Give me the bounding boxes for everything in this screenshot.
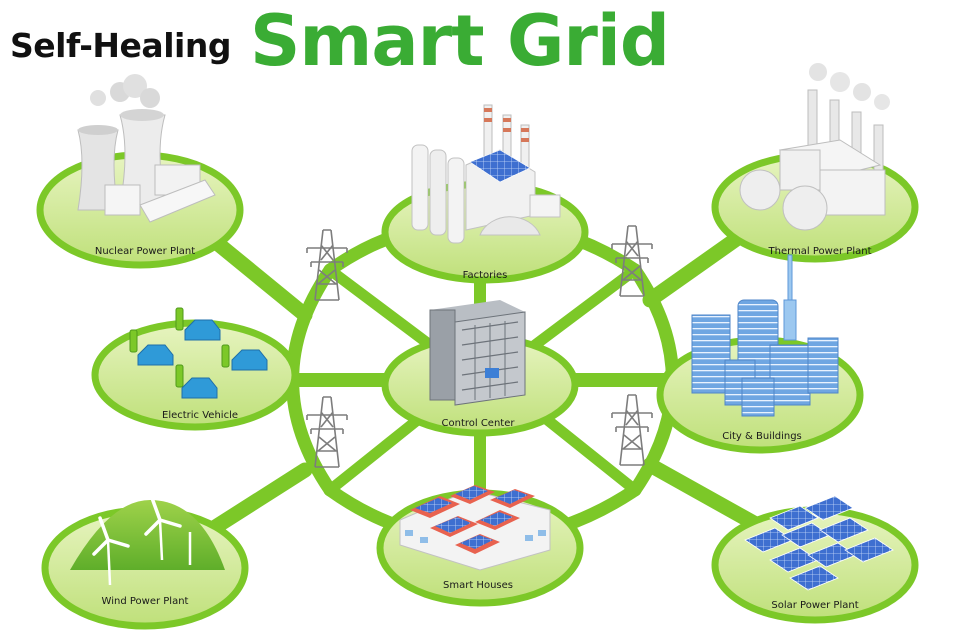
- wind-turbine-icon: [92, 443, 192, 586]
- node-smart-houses: Smart Houses: [376, 485, 584, 607]
- node-wind-power-plant: Wind Power Plant: [41, 443, 249, 630]
- diag-lr: [529, 404, 641, 496]
- node-solar-power-plant: Solar Power Plant: [711, 495, 919, 624]
- smart-houses-icon: [399, 485, 551, 571]
- transmission-tower-icon: [611, 225, 653, 297]
- node-factories: Factories: [381, 104, 589, 284]
- transmission-tower-icon: [306, 229, 348, 301]
- solar-panel-icon: [744, 495, 894, 591]
- charging-station-icon: [129, 307, 230, 388]
- car-icon: [137, 319, 268, 399]
- node-label: Electric Vehicle: [162, 410, 238, 421]
- diag-ul: [324, 264, 436, 351]
- diag-ll: [324, 404, 436, 496]
- factory-icon: [411, 104, 561, 244]
- node-label: Control Center: [442, 418, 516, 429]
- page-title: Smart Grid: [250, 0, 670, 82]
- transmission-tower-icon: [306, 396, 348, 468]
- node-label: Solar Power Plant: [771, 600, 858, 611]
- node-label: Wind Power Plant: [102, 596, 189, 607]
- node-label: Nuclear Power Plant: [95, 246, 195, 257]
- node-electric-vehicle: Electric Vehicle: [91, 307, 299, 431]
- title-prefix: Self-Healing: [10, 26, 231, 65]
- transmission-tower-icon: [611, 394, 653, 466]
- node-city-buildings: City & Buildings: [656, 254, 864, 454]
- diag-ur: [529, 264, 641, 351]
- node-label: Smart Houses: [443, 580, 513, 591]
- node-label: City & Buildings: [722, 431, 802, 442]
- node-control-center: Control Center: [381, 300, 579, 437]
- server-building-icon: [429, 300, 526, 406]
- nuclear-plant-icon: [77, 74, 216, 223]
- city-buildings-icon: [691, 254, 839, 417]
- thermal-plant-icon: [739, 63, 890, 231]
- node-thermal-power-plant: Thermal Power Plant: [711, 63, 919, 263]
- node-nuclear-power-plant: Nuclear Power Plant: [36, 74, 244, 269]
- node-label: Thermal Power Plant: [768, 246, 872, 257]
- node-label: Factories: [463, 270, 508, 281]
